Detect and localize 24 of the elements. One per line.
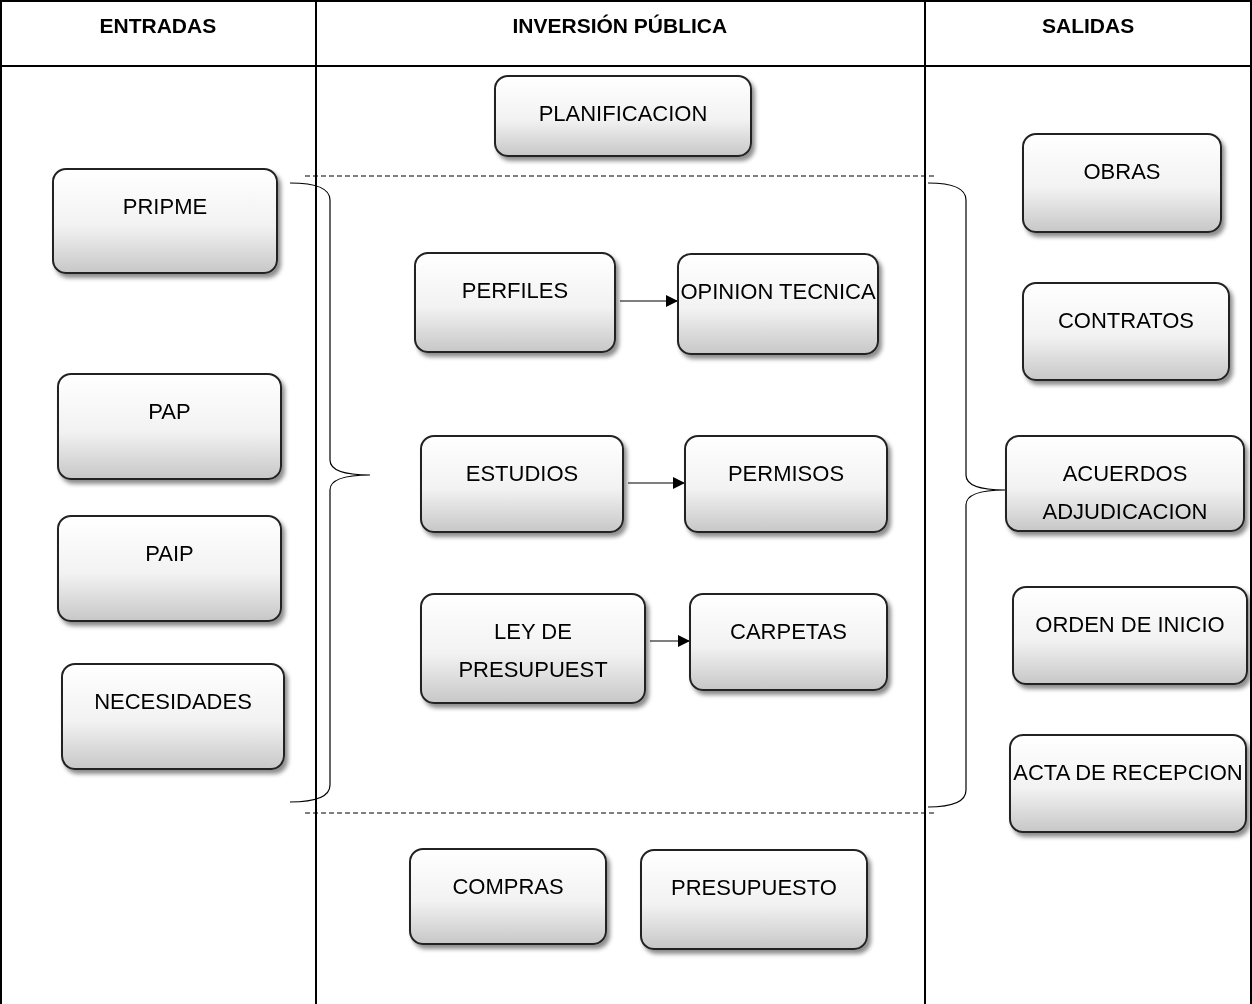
process-box: PRESUPUESTO (640, 849, 868, 950)
arrow (619, 295, 678, 307)
column-header: SALIDAS (1042, 14, 1135, 38)
column-header: INVERSIÓN PÚBLICA (512, 14, 728, 38)
arrow (649, 635, 690, 647)
process-box: OPINION TECNICA (677, 253, 879, 355)
process-box: CARPETAS (689, 593, 888, 691)
process-box: PERFILES (414, 252, 616, 353)
process-box: COMPRAS (409, 848, 607, 945)
process-box: CONTRATOS (1022, 282, 1230, 381)
process-box: ACTA DE RECEPCION (1009, 734, 1247, 833)
process-box: PRIPME (52, 168, 278, 274)
process-box: PLANIFICACION (494, 75, 752, 157)
process-box: PERMISOS (684, 435, 888, 533)
process-box: NECESIDADES (61, 663, 285, 770)
process-box: PAIP (57, 515, 282, 622)
process-box: OBRAS (1022, 133, 1222, 233)
process-box: ESTUDIOS (420, 435, 624, 533)
process-box: LEY DE PRESUPUEST (420, 593, 646, 704)
arrow (627, 477, 685, 489)
column-header: ENTRADAS (99, 14, 217, 38)
process-box: PAP (57, 373, 282, 480)
process-box: ACUERDOS ADJUDICACION (1005, 435, 1245, 532)
process-box: ORDEN DE INICIO (1012, 586, 1248, 685)
